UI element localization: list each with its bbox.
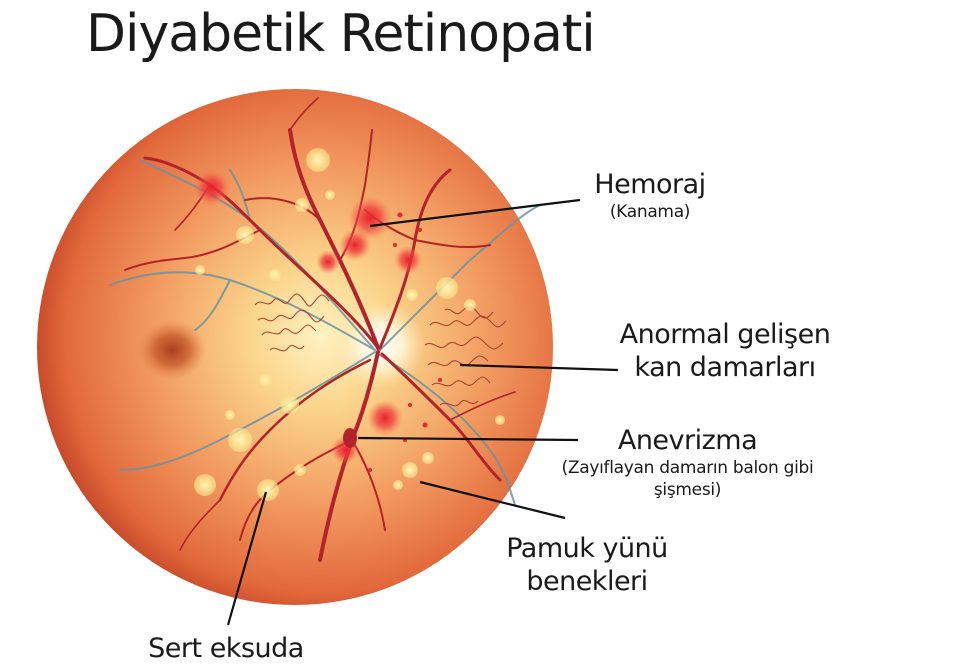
leader-lines xyxy=(226,198,619,626)
arteries xyxy=(124,97,516,562)
exudates xyxy=(194,148,505,501)
label-aneurysm-name: Anevrizma xyxy=(617,425,758,456)
page-title: Diyabetik Retinopati xyxy=(86,4,596,64)
abnormal-vessels xyxy=(254,293,507,407)
label-aneurysm-note-line2: şişmesi) xyxy=(653,480,722,500)
label-hard-exudate: Sert eksuda xyxy=(140,632,312,665)
label-hemorrhage-name: Hemoraj xyxy=(594,169,706,200)
aneurysm-bulge xyxy=(343,428,357,448)
label-cotton-wool-line2: benekleri xyxy=(526,566,648,597)
label-aneurysm: Anevrizma (Zayıflayan damarın balon gibi… xyxy=(550,424,825,501)
label-hard-exudate-name: Sert eksuda xyxy=(148,633,304,664)
micro-hemorrhages xyxy=(368,212,442,472)
macula xyxy=(138,320,206,380)
label-abnormal-vessels: Anormal gelişen kan damarları xyxy=(610,318,840,384)
label-cotton-wool: Pamuk yünü benekleri xyxy=(497,532,677,598)
label-aneurysm-note-line1: (Zayıflayan damarın balon gibi xyxy=(561,458,814,478)
hemorrhages xyxy=(194,170,422,464)
label-hemorrhage-note: (Kanama) xyxy=(609,202,691,222)
label-abnormal-vessels-line2: kan damarları xyxy=(634,352,816,383)
label-hemorrhage: Hemoraj (Kanama) xyxy=(590,168,710,223)
label-abnormal-vessels-line1: Anormal gelişen xyxy=(619,319,831,350)
label-cotton-wool-line1: Pamuk yünü xyxy=(506,533,668,564)
